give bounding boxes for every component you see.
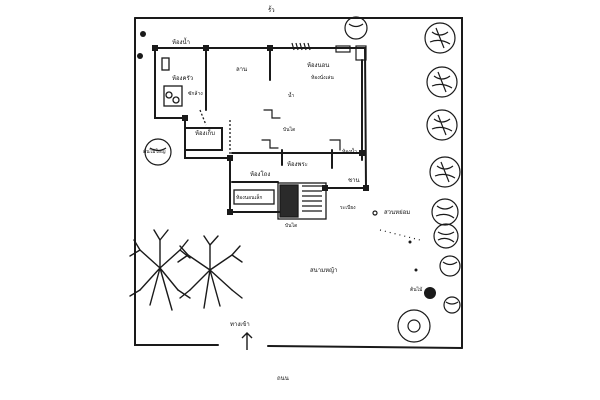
stove-burner (165, 91, 173, 99)
sink (161, 57, 170, 71)
post (267, 45, 273, 51)
lawn-label: สนามหญ้า (310, 267, 338, 274)
shrub-icon (137, 53, 143, 59)
stair-label: บันได (283, 127, 296, 133)
porch-label: ห้องพระ (287, 161, 308, 168)
house-wall (185, 127, 223, 151)
big-tree-label: ต้นไม้ใหญ่ (143, 149, 166, 155)
post (322, 185, 328, 191)
road-label: ถนน (277, 375, 289, 382)
stove-burner (172, 96, 180, 104)
terrace-label: ชาน (348, 177, 360, 184)
storage-label: ห้องเก็บ (195, 130, 215, 137)
boundary-line (134, 17, 219, 346)
bench (233, 189, 275, 205)
shrub-icon (424, 287, 436, 299)
stair-mark (329, 139, 341, 151)
bath-label: ห้องน้ำ (342, 149, 357, 155)
living-room-note: ห้องนั่งเล่น (311, 75, 334, 81)
tree-icon (439, 255, 461, 277)
entrance-steps-fill (279, 184, 299, 218)
dashed-line (199, 109, 207, 126)
tree-icon (426, 109, 458, 141)
stair-mark (263, 109, 281, 119)
tree-icon (431, 198, 459, 226)
kitchen-label: ห้องครัว (172, 75, 194, 82)
stair-mark (261, 139, 279, 149)
bedroom-note: ห้องนอนเล็ก (236, 195, 263, 201)
north-label: รั้ว (268, 7, 275, 14)
tree-icon (443, 296, 461, 314)
shrub-icon (414, 268, 418, 272)
boundary-line (134, 17, 463, 349)
window (355, 45, 367, 61)
living-room-label: ห้องนอน (307, 62, 330, 69)
marker (372, 210, 378, 216)
gate-label: ทางเข้า (230, 321, 250, 328)
stove (163, 85, 183, 107)
step-line (302, 185, 322, 212)
post (152, 45, 158, 51)
step-label: บันได (285, 223, 298, 229)
big-tree-icon (177, 235, 243, 309)
tree-icon (344, 16, 368, 40)
yard-label: ลาน (236, 66, 248, 73)
garden-label: สวนหย่อม (384, 209, 411, 216)
window (291, 42, 311, 51)
entrance-arrow (241, 332, 253, 350)
path-dots (379, 229, 421, 241)
post (182, 115, 188, 121)
garage-label: ห้องน้ำ (172, 39, 190, 46)
shrub-icon (140, 31, 146, 37)
small-tree-label: ต้นไม้ (410, 287, 423, 293)
tree-icon (397, 309, 431, 343)
window (335, 45, 351, 53)
tree-icon (429, 156, 461, 188)
post (203, 45, 209, 51)
veranda-label: ระเบียง (340, 205, 356, 211)
tree-icon (144, 138, 172, 166)
boundary-line (267, 345, 463, 349)
tree-icon (424, 22, 456, 54)
house-wall (154, 47, 368, 189)
tree-icon (433, 223, 459, 249)
post (359, 150, 365, 156)
house-wall (154, 47, 281, 213)
entrance-steps (277, 182, 327, 220)
post (363, 185, 369, 191)
shrub-icon (408, 240, 412, 244)
tree-icon (426, 66, 458, 98)
laundry-label: ซักล้าง (188, 91, 203, 97)
post (227, 209, 233, 215)
water-label: น้ำ (288, 93, 295, 99)
hall-label: ห้องโถง (250, 171, 271, 178)
post (227, 155, 233, 161)
